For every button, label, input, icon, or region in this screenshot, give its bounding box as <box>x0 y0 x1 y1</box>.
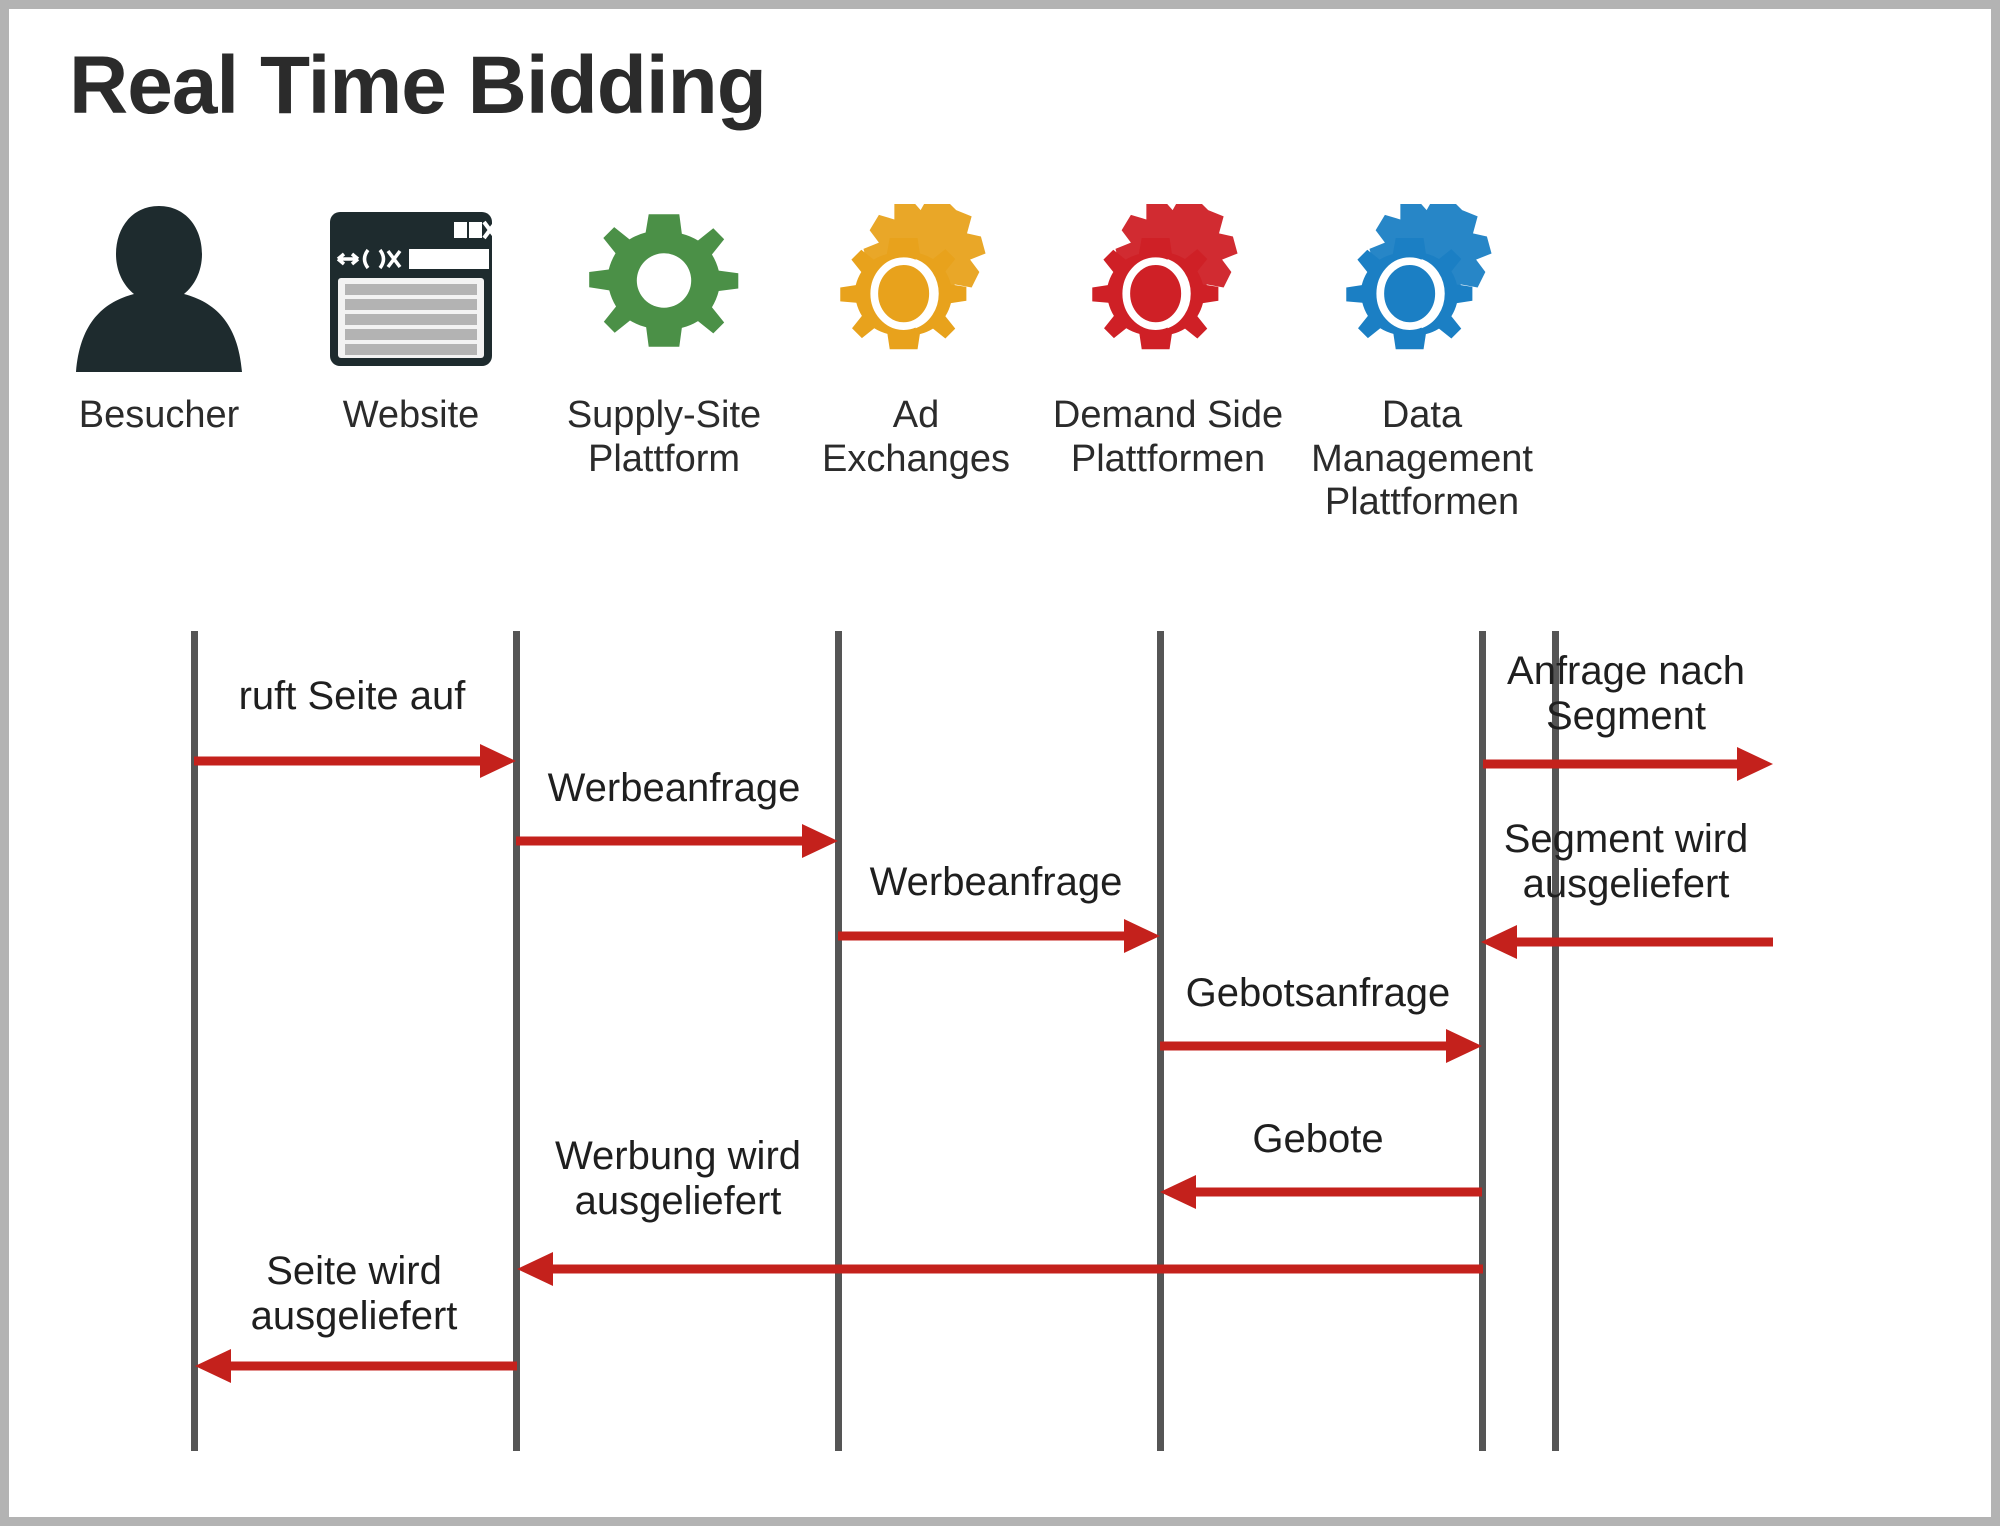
page-title: Real Time Bidding <box>69 40 767 131</box>
message-arrow-m1 <box>194 744 516 778</box>
actor-label-website: Website <box>342 394 480 436</box>
actor-label-dmp: Data Management Plattformen <box>1311 394 1533 524</box>
lifeline-adx <box>1157 631 1164 1451</box>
message-arrow-m8 <box>517 1252 1483 1286</box>
message-arrow-m2 <box>516 824 838 858</box>
browser-window-icon <box>286 204 536 374</box>
multi-gear-icon <box>1043 204 1293 374</box>
message-arrow-m6 <box>1160 1029 1482 1063</box>
lifeline-dmp <box>1552 631 1559 1451</box>
actor-ssp: Supply-Site Plattform <box>539 204 789 481</box>
message-label-m8: Werbung wird ausgeliefert <box>554 1134 802 1223</box>
single-gear-icon <box>539 204 789 374</box>
message-label-m6: Gebotsanfrage <box>1185 971 1451 1015</box>
actor-label-adx: Ad Exchanges <box>821 394 1010 480</box>
message-label-m1: ruft Seite auf <box>238 674 466 718</box>
message-label-m3: Werbeanfrage <box>869 860 1123 904</box>
message-arrow-m3 <box>838 919 1160 953</box>
actor-adx: Ad Exchanges <box>791 204 1041 481</box>
lifeline-besucher <box>191 631 198 1451</box>
actor-besucher: Besucher <box>34 204 284 438</box>
actor-label-besucher: Besucher <box>78 394 240 436</box>
message-arrow-m4 <box>1483 747 1773 781</box>
actor-dsp: Demand Side Plattformen <box>1043 204 1293 481</box>
actor-dmp: Data Management Plattformen <box>1297 204 1547 525</box>
message-label-m5: Segment wird ausgeliefert <box>1503 817 1749 906</box>
diagram-canvas: Real Time Bidding Besucher <box>9 9 1991 1517</box>
multi-gear-icon <box>1297 204 1547 374</box>
message-label-m9: Seite wird ausgeliefert <box>250 1249 458 1338</box>
actor-website: Website <box>286 204 536 438</box>
multi-gear-icon <box>791 204 1041 374</box>
message-label-m7: Gebote <box>1252 1117 1384 1161</box>
message-arrow-m5 <box>1481 925 1773 959</box>
message-label-m2: Werbeanfrage <box>547 766 801 810</box>
message-arrow-m9 <box>195 1349 517 1383</box>
message-arrow-m7 <box>1160 1175 1482 1209</box>
lifeline-dsp <box>1479 631 1486 1451</box>
person-silhouette-icon <box>34 204 284 374</box>
actor-label-dsp: Demand Side Plattformen <box>1052 394 1284 480</box>
message-label-m4: Anfrage nach Segment <box>1507 649 1745 738</box>
actor-label-ssp: Supply-Site Plattform <box>566 394 762 480</box>
lifeline-website <box>513 631 520 1451</box>
lifeline-ssp <box>835 631 842 1451</box>
